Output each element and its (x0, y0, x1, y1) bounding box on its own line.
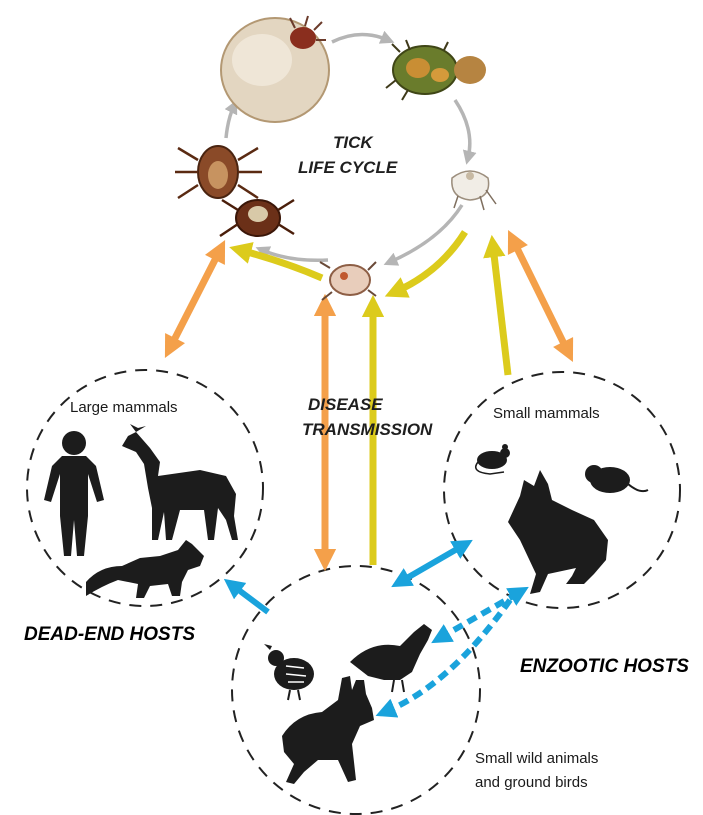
enzootic-hosts-label: ENZOOTIC HOSTS (520, 656, 689, 677)
mouse-icon (476, 444, 510, 474)
fox-icon (86, 540, 204, 598)
small-mammals-label: Small mammals (493, 405, 600, 422)
deer-icon (122, 424, 238, 540)
large-mammals-label: Large mammals (70, 399, 178, 416)
cycle-title-line2: LIFE CYCLE (298, 158, 398, 177)
disease-transmission-line2: TRANSMISSION (302, 420, 433, 439)
dead-end-hosts-label: DEAD-END HOSTS (24, 624, 195, 645)
blue-arrows (232, 545, 520, 712)
human-icon (44, 431, 104, 556)
small-wild-animals-label-line1: Small wild animals (475, 750, 598, 767)
engorged-tick-icon (221, 16, 329, 122)
quail-icon (264, 644, 314, 700)
egg-cluster-icon (452, 171, 496, 210)
small-wild-animals-label-line2: and ground birds (475, 774, 588, 791)
cycle-title-line1: TICK (333, 133, 374, 152)
vole-icon (585, 465, 648, 493)
adult-ticks-icon (175, 146, 294, 236)
larva-tick-icon (386, 40, 486, 100)
hare-icon (508, 470, 608, 594)
disease-transmission-line1: DISEASE (308, 395, 383, 414)
nymph-tick-icon (320, 262, 376, 300)
hare-icon (282, 676, 374, 784)
